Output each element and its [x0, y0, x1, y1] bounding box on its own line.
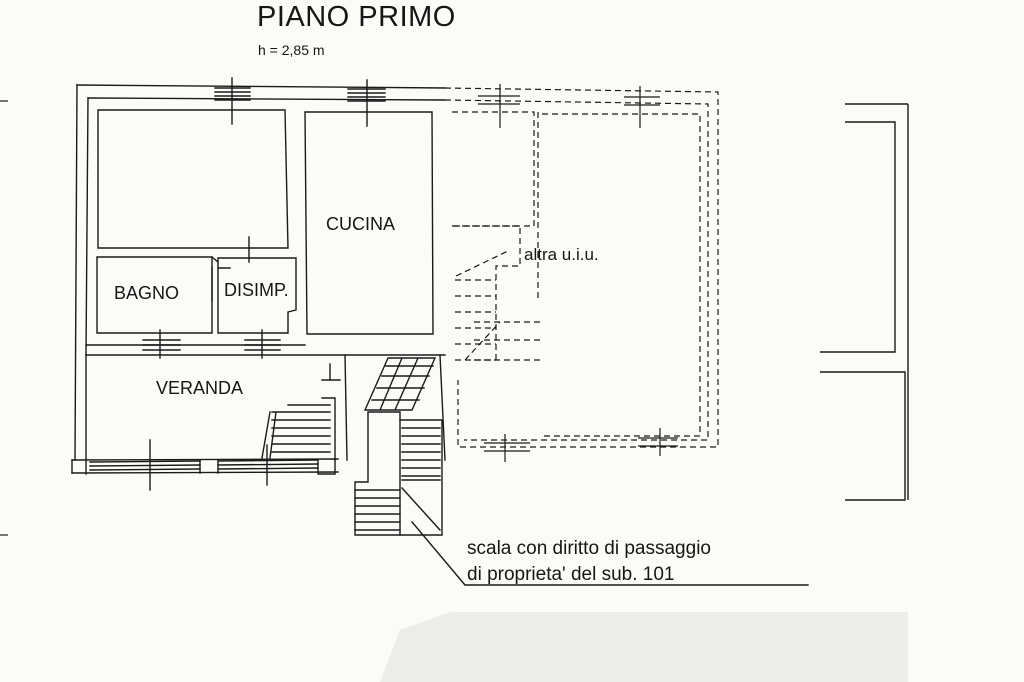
room-label-cucina: CUCINA: [326, 214, 396, 234]
solid-walls: [71, 77, 809, 586]
window-veranda-1: [89, 460, 201, 471]
outer-wall-top: [76, 84, 446, 89]
scala-upper-flight: [363, 357, 437, 411]
scala-outline: [354, 411, 401, 536]
neighbour-lower: [820, 371, 906, 501]
neighbour-building: [820, 103, 909, 501]
outer-wall-top-inner: [87, 97, 446, 101]
corridor-wall-left: [344, 354, 348, 461]
scala-leader-line: [411, 521, 809, 586]
corridor-wall-right: [439, 354, 446, 461]
room-label-veranda: VERANDA: [156, 378, 244, 398]
scala-right-steps: [401, 427, 441, 477]
veranda-bottom-outer: [71, 458, 339, 461]
scala-diagonal: [401, 479, 441, 531]
other-unit-outer: [444, 87, 719, 448]
room-top-left: [97, 109, 289, 249]
room-label-other-unit: altra u.i.u.: [524, 245, 599, 264]
veranda-stair-steps: [271, 404, 331, 453]
scala-upper-steps: [371, 365, 434, 401]
room-label-bagno: BAGNO: [114, 283, 180, 303]
other-unit-hall: [452, 225, 521, 360]
bagno-door-stub: [211, 256, 219, 301]
ou-window-4: [638, 428, 678, 456]
other-unit-outer-inner: [444, 99, 709, 441]
veranda-door-mark: [321, 363, 341, 381]
room-disimp: [217, 257, 297, 334]
veranda-stair-rail: [261, 411, 277, 459]
neighbour-upper: [820, 121, 896, 353]
scala-left-steps: [354, 489, 401, 531]
other-unit-stairs: [455, 279, 496, 361]
pier-1: [199, 459, 219, 474]
ou-window-1: [478, 84, 520, 128]
veranda-bottom-inner: [71, 471, 339, 474]
veranda-stair-outline: [321, 397, 336, 461]
other-unit-room-left: [452, 111, 535, 227]
ou-window-2: [624, 86, 660, 128]
scala-right-wall: [399, 419, 443, 536]
other-unit-room-right: [542, 113, 701, 437]
ceiling-height-note: h = 2,85 m: [258, 42, 325, 58]
other-unit-window-marks: [478, 84, 678, 462]
outer-wall-left: [74, 84, 78, 461]
ou-window-3: [484, 434, 530, 462]
other-unit-dashed-walls: [444, 87, 719, 448]
stair-annotation-line-1: scala con diritto di passaggio: [467, 538, 711, 559]
pier-2: [317, 459, 336, 475]
disimp-door: [217, 236, 250, 269]
plan-title: PIANO PRIMO: [257, 1, 456, 33]
other-unit-stairs-2: [474, 321, 544, 361]
window-veranda-2: [217, 459, 319, 470]
stair-annotation-line-2: di proprieta' del sub. 101: [467, 564, 675, 585]
scala-upper-diag: [379, 357, 419, 411]
paper-smudge: [380, 612, 908, 682]
room-cucina: [304, 111, 434, 335]
other-unit-stair-diag: [455, 249, 511, 361]
window-bagno: [142, 339, 181, 351]
outer-wall-left-inner: [85, 97, 89, 356]
room-bagno: [96, 256, 213, 334]
room-label-disimpegno: DISIMP.: [224, 280, 289, 300]
